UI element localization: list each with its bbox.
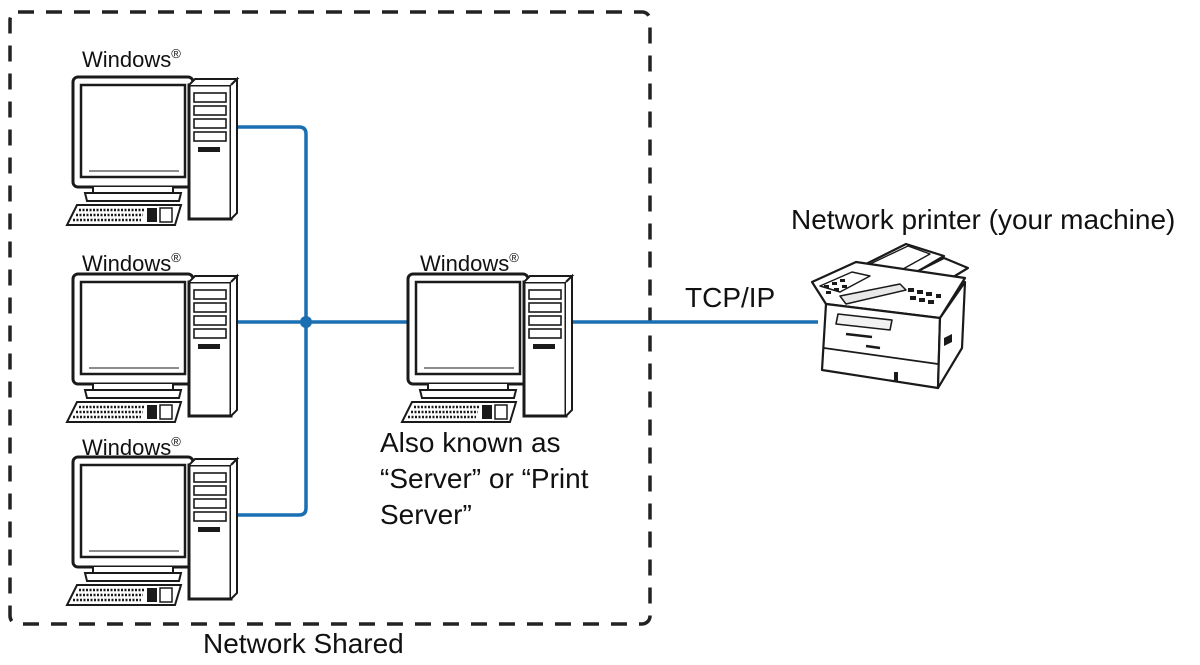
junction-node: [300, 316, 312, 328]
server-pc-label: Windows®: [420, 244, 519, 277]
client-pc-3-label: Windows®: [82, 428, 181, 461]
registered-mark: ®: [171, 46, 181, 61]
registered-mark: ®: [171, 434, 181, 449]
os-name: Windows: [420, 251, 510, 276]
os-name: Windows: [82, 47, 172, 72]
registered-mark: ®: [171, 250, 181, 265]
desktop-computer-icon: [65, 75, 239, 227]
desktop-computer-icon: [65, 455, 239, 607]
client-pc-2-label: Windows®: [82, 244, 181, 277]
client-pc-1-label: Windows®: [82, 40, 181, 73]
os-name: Windows: [82, 251, 172, 276]
server-computer-icon: [400, 272, 574, 424]
multifunction-printer-icon: [810, 242, 970, 390]
server-note-line-3: Server”: [380, 499, 472, 530]
desktop-computer-icon: [65, 272, 239, 424]
registered-mark: ®: [509, 250, 519, 265]
server-note: Also known as “Server” or “Print Server”: [380, 425, 588, 533]
printer-label: Network printer (your machine): [791, 204, 1176, 235]
network-shared-boundary: [8, 10, 652, 626]
network-shared-caption: Network Shared: [203, 628, 404, 659]
protocol-label: TCP/IP: [685, 282, 776, 313]
server-note-line-2: “Server” or “Print: [380, 463, 589, 494]
server-note-line-1: Also known as: [380, 427, 561, 458]
os-name: Windows: [82, 435, 172, 460]
